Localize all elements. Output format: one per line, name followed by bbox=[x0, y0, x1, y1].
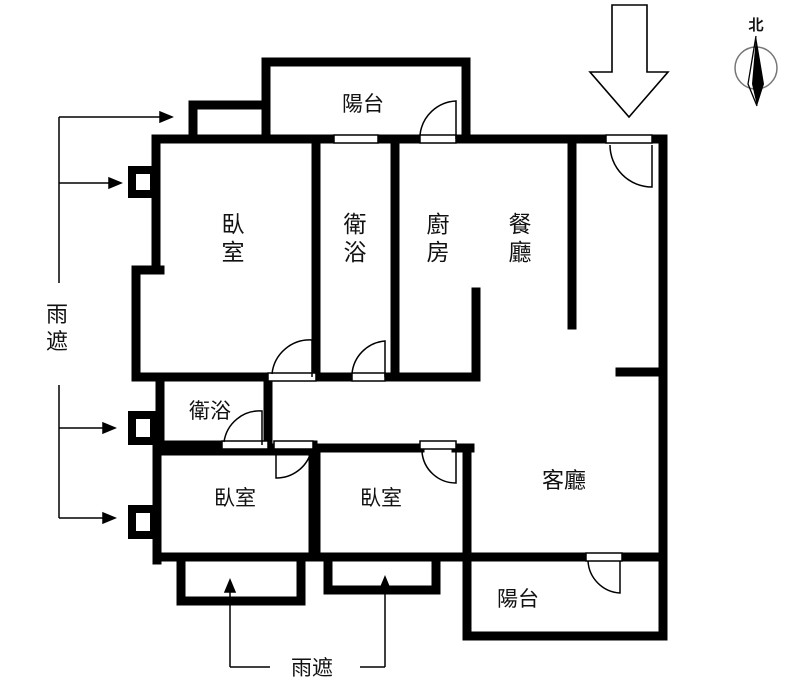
window bbox=[267, 372, 317, 382]
balcony-bottom-label: 陽台 bbox=[497, 587, 539, 611]
window bbox=[221, 440, 269, 450]
window-ledge bbox=[128, 411, 158, 445]
living-room-label: 客廳 bbox=[542, 469, 586, 494]
window-ledges bbox=[128, 166, 158, 539]
door-swing bbox=[587, 560, 621, 594]
compass-north-label: 北 bbox=[748, 16, 763, 34]
window bbox=[273, 440, 314, 450]
lower-bath-label: 衛浴 bbox=[189, 399, 231, 423]
arrow-head bbox=[378, 575, 392, 590]
rain-cover-bottom-label: 雨遮 bbox=[291, 656, 333, 680]
main-bedroom-label-line1: 臥 bbox=[222, 212, 245, 238]
rain-cover-left-label-line1: 雨 bbox=[46, 303, 68, 328]
window-ledge bbox=[128, 505, 158, 539]
door-swing bbox=[275, 449, 312, 479]
dining-label-line2: 廳 bbox=[509, 240, 532, 266]
doors bbox=[223, 100, 653, 594]
door-swing bbox=[271, 339, 313, 377]
window bbox=[419, 134, 457, 144]
balcony-top-label: 陽台 bbox=[342, 92, 384, 116]
compass-needle bbox=[752, 36, 764, 106]
window bbox=[605, 134, 653, 144]
middle-bedroom-label: 臥室 bbox=[360, 486, 402, 510]
rain-cover-box bbox=[323, 557, 441, 595]
north-compass-icon bbox=[734, 35, 778, 107]
arrow-head bbox=[102, 421, 117, 435]
kitchen-label-line2: 房 bbox=[427, 240, 450, 266]
rain-cover-indicators-left bbox=[58, 110, 174, 525]
arrow-head bbox=[108, 176, 123, 190]
door-swing bbox=[419, 100, 457, 139]
upper-bath-label-line1: 衛 bbox=[344, 212, 367, 238]
windows bbox=[221, 134, 653, 562]
entrance-arrow-icon bbox=[588, 4, 670, 119]
rain-cover-indicators-bottom bbox=[223, 575, 392, 668]
window bbox=[585, 552, 623, 562]
door-swing bbox=[421, 451, 457, 484]
arrow-head bbox=[102, 511, 117, 525]
window-ledge bbox=[128, 166, 158, 198]
window bbox=[419, 440, 457, 450]
window bbox=[333, 134, 379, 144]
top-left-protrusion bbox=[188, 100, 271, 139]
window bbox=[351, 372, 386, 382]
dining-label-line1: 餐 bbox=[509, 212, 532, 238]
left-bedroom-label: 臥室 bbox=[214, 486, 256, 510]
door-swing bbox=[351, 340, 386, 377]
kitchen-label-line1: 廚 bbox=[427, 212, 450, 238]
room-labels: 陽台 臥 室 衛 浴 廚 房 餐 廳 衛浴 臥室 臥室 客廳 陽台 雨 遮 雨遮… bbox=[46, 16, 764, 680]
door-swing bbox=[223, 410, 263, 445]
compass-needle-outline bbox=[747, 35, 758, 107]
arrow-head bbox=[159, 110, 174, 124]
rain-cover-box bbox=[176, 557, 306, 606]
door-swing bbox=[609, 144, 653, 188]
rain-cover-left-label-line2: 遮 bbox=[46, 330, 68, 355]
arrow-head bbox=[223, 578, 237, 593]
walls bbox=[131, 57, 668, 641]
upper-bath-label-line2: 浴 bbox=[344, 240, 367, 266]
main-bedroom-label-line2: 室 bbox=[222, 240, 245, 266]
